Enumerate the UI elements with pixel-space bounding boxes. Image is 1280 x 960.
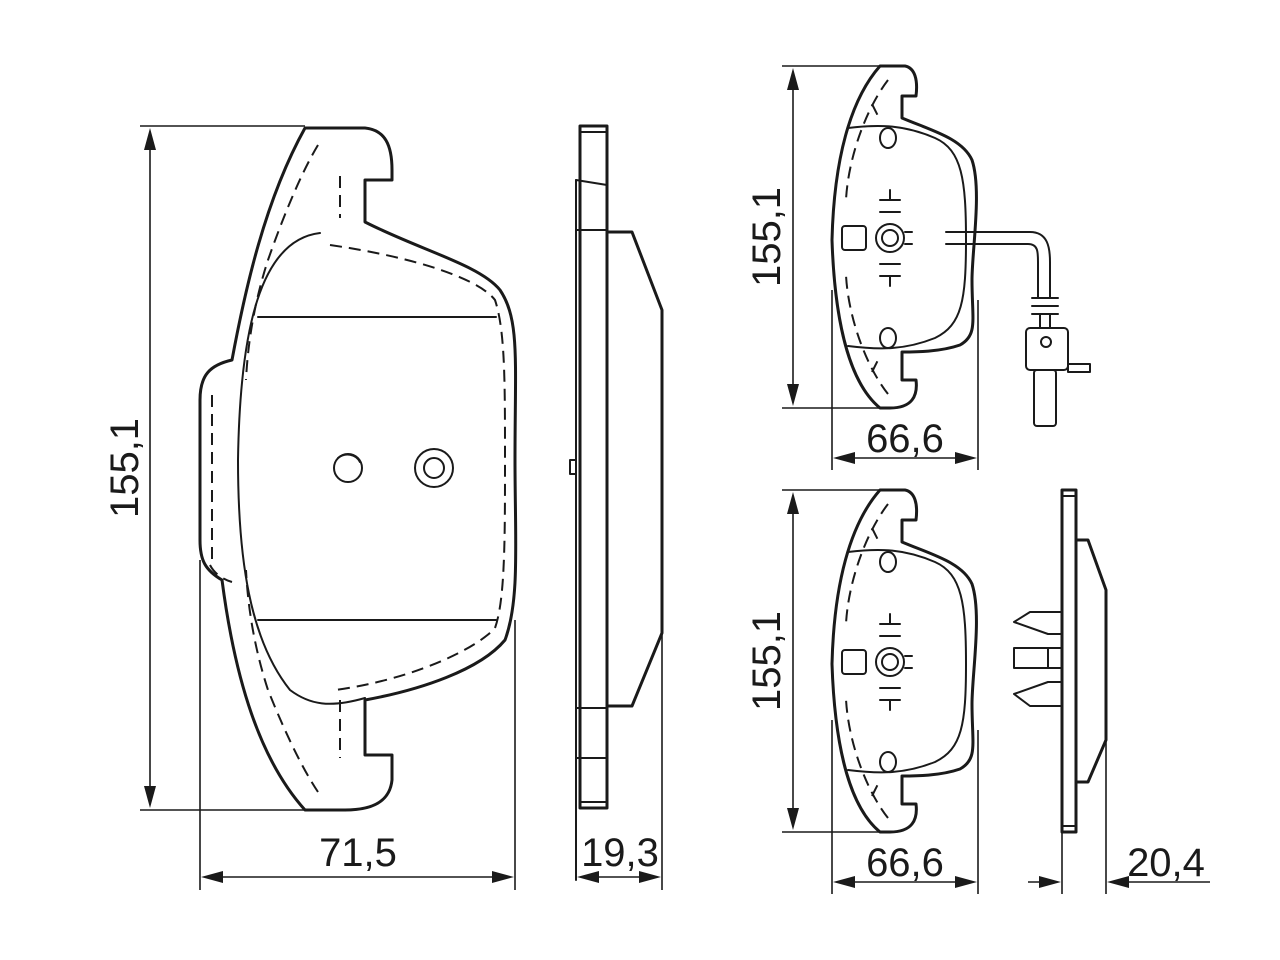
main-pad-height-dimension: 155,1 — [103, 125, 305, 811]
main-pad-side-view — [569, 124, 664, 881]
main-pad-rivet-left — [333, 453, 363, 483]
lower-pad-upper-hole — [879, 551, 897, 573]
main-pad-height-label: 155,1 — [103, 418, 147, 518]
lower-pad-spring-clip — [1013, 611, 1063, 707]
wire-pad-lower-hole — [879, 327, 897, 349]
wire-pad-upper-hole — [879, 127, 897, 149]
wire-pad-front-view — [830, 64, 1091, 427]
main-pad-thickness-label: 19,3 — [581, 831, 659, 875]
wire-pad-clip — [841, 189, 913, 287]
lower-pad-thickness-dimension: 20,4 — [1028, 740, 1210, 894]
wire-pad-width-dimension: 66,6 — [831, 290, 979, 470]
lower-pad-width-dimension: 66,6 — [831, 720, 979, 894]
lower-pad-width-label: 66,6 — [866, 841, 944, 885]
main-pad-rivet-right — [414, 448, 454, 488]
wire-pad-height-label: 155,1 — [745, 187, 789, 287]
wear-sensor-wire — [945, 231, 1091, 427]
lower-pad-height-label: 155,1 — [745, 611, 789, 711]
lower-pad-height-dimension: 155,1 — [745, 489, 880, 833]
lower-pad-front-view — [830, 488, 978, 834]
wire-pad-width-label: 66,6 — [866, 417, 944, 461]
main-pad-thickness-dimension: 19,3 — [577, 630, 663, 890]
lower-pad-lower-hole — [879, 751, 897, 773]
wire-pad-height-dimension: 155,1 — [745, 65, 880, 409]
main-pad-front-view — [198, 126, 518, 812]
main-pad-width-dimension: 71,5 — [199, 560, 516, 890]
lower-pad-side-view — [1013, 488, 1108, 834]
lower-pad-thickness-label: 20,4 — [1127, 841, 1205, 885]
main-pad-width-label: 71,5 — [319, 831, 397, 875]
lower-pad-clip — [841, 613, 913, 711]
